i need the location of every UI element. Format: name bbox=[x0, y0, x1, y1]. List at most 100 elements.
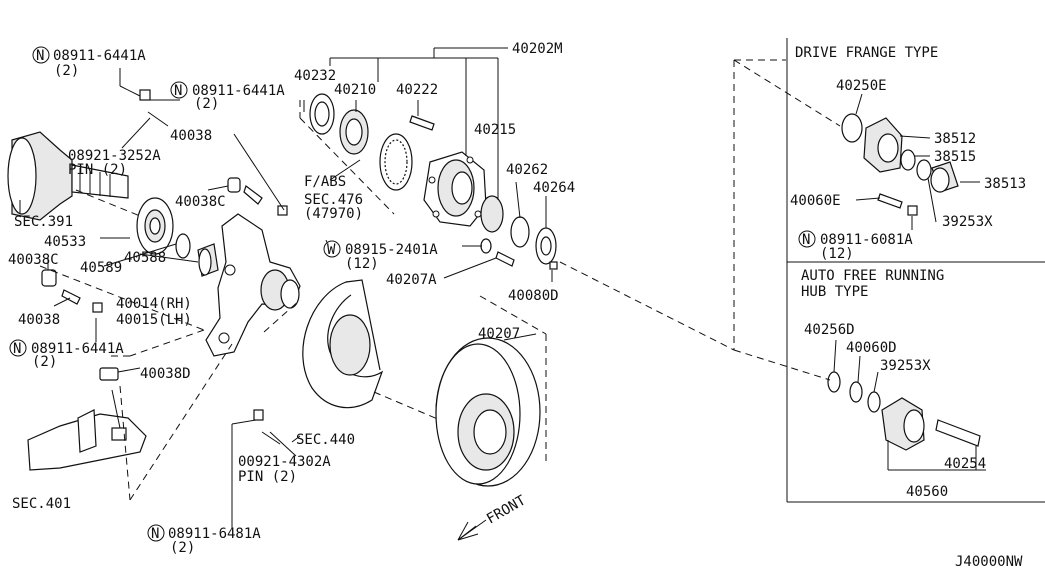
label-40222: 40222 bbox=[396, 82, 438, 98]
label-pin-qty-2: PIN (2) bbox=[238, 469, 297, 485]
label-40207: 40207 bbox=[478, 326, 520, 342]
label-pin-code-1: 08921-3252A bbox=[68, 148, 161, 164]
callout-w-1: W 08915-2401A (12) bbox=[323, 240, 438, 272]
callout-n-3: N 08911-6441A (2) bbox=[9, 339, 124, 370]
label-40038C-a: 40038C bbox=[175, 194, 226, 210]
label-40015: 40015(LH) bbox=[116, 312, 192, 328]
diagram-code: J40000NW bbox=[955, 554, 1023, 570]
part-labels: 40202M 40232 40210 40222 40215 40262 402… bbox=[8, 41, 1026, 570]
label-sec391: SEC.391 bbox=[14, 214, 73, 230]
label-40202M: 40202M bbox=[512, 41, 563, 57]
snap-ring-38515 bbox=[900, 149, 916, 171]
label-38512: 38512 bbox=[934, 131, 976, 147]
free-running-hub bbox=[881, 397, 925, 451]
label-40014: 40014(RH) bbox=[116, 296, 192, 312]
callout-prefix: N bbox=[13, 341, 21, 357]
bearing-40210 bbox=[339, 109, 369, 155]
label-fabs: F/ABS bbox=[304, 174, 346, 190]
label-40256D: 40256D bbox=[804, 322, 855, 338]
seal-40533 bbox=[136, 197, 174, 255]
steering-knuckle bbox=[205, 213, 301, 357]
front-arrow-icon bbox=[457, 519, 487, 541]
label-47970: (47970) bbox=[304, 206, 363, 222]
label-sec440: SEC.440 bbox=[296, 432, 355, 448]
label-40038-b: 40038 bbox=[18, 312, 60, 328]
callout-n-5: N 08911-6081A (12) bbox=[798, 230, 913, 262]
part-qty: (2) bbox=[194, 96, 219, 112]
callout-prefix: W bbox=[327, 242, 336, 258]
label-pin-code-2: 00921-4302A bbox=[238, 454, 331, 470]
fasteners-left bbox=[41, 89, 288, 445]
callout-n-4: N 08911-6481A (2) bbox=[147, 524, 261, 556]
ring-39253X-b bbox=[867, 391, 881, 413]
bearing-40232 bbox=[309, 93, 335, 135]
drive-shaft bbox=[7, 131, 129, 221]
label-39253X-a: 39253X bbox=[942, 214, 993, 230]
callout-n-1: N 08911-6441A (2) bbox=[32, 46, 146, 79]
washer-40262 bbox=[510, 216, 530, 248]
ring-40589 bbox=[175, 233, 191, 259]
part-qty: (2) bbox=[54, 63, 79, 79]
washer-08915 bbox=[480, 238, 492, 254]
label-sec401: SEC.401 bbox=[12, 496, 71, 512]
part-number: 08915-2401A bbox=[345, 242, 438, 258]
drive-flange-38512 bbox=[863, 117, 903, 173]
drive-flange-title: DRIVE FRANGE TYPE bbox=[795, 45, 938, 61]
lock-washer-40264 bbox=[535, 227, 557, 265]
label-40262: 40262 bbox=[506, 162, 548, 178]
bolt-40207A bbox=[495, 251, 515, 267]
label-40080D: 40080D bbox=[508, 288, 559, 304]
dust-cover bbox=[302, 279, 384, 409]
label-40264: 40264 bbox=[533, 180, 575, 196]
label-40250E: 40250E bbox=[836, 78, 887, 94]
label-40210: 40210 bbox=[334, 82, 376, 98]
auto-hub-title-2: HUB TYPE bbox=[801, 284, 868, 300]
cap-38513 bbox=[930, 161, 959, 193]
label-pin-qty-1: PIN (2) bbox=[68, 162, 127, 178]
wheel-hub bbox=[423, 151, 487, 227]
part-qty: (2) bbox=[32, 354, 57, 370]
bolt-40254 bbox=[935, 419, 981, 447]
auto-hub-title-1: AUTO FREE RUNNING bbox=[801, 268, 944, 284]
brake-disc bbox=[435, 337, 541, 487]
nut-08911-6081A bbox=[907, 205, 918, 216]
label-38515: 38515 bbox=[934, 149, 976, 165]
callout-prefix: N bbox=[36, 48, 44, 64]
label-40060E: 40060E bbox=[790, 193, 841, 209]
label-40038: 40038 bbox=[170, 128, 212, 144]
callout-prefix: N bbox=[174, 83, 182, 99]
label-39253X-b: 39253X bbox=[880, 358, 931, 374]
label-40254: 40254 bbox=[944, 456, 986, 472]
label-sec476: SEC.476 bbox=[304, 192, 363, 208]
label-38513: 38513 bbox=[984, 176, 1026, 192]
label-40038D: 40038D bbox=[140, 366, 191, 382]
part-qty: (12) bbox=[820, 246, 854, 262]
part-number: 08911-6441A bbox=[53, 48, 146, 64]
label-40060D: 40060D bbox=[846, 340, 897, 356]
part-number: 08911-6481A bbox=[168, 526, 261, 542]
abs-rotor bbox=[379, 133, 413, 191]
callout-prefix: N bbox=[151, 526, 159, 542]
bearing-40215 bbox=[480, 195, 504, 233]
label-40533: 40533 bbox=[44, 234, 86, 250]
leader-lines bbox=[19, 47, 986, 528]
callout-n-2: N 08911-6441A (2) bbox=[170, 81, 285, 112]
callout-prefix: N bbox=[802, 232, 810, 248]
label-40589: 40589 bbox=[80, 260, 122, 276]
label-40207A: 40207A bbox=[386, 272, 437, 288]
part-number: 08911-6441A bbox=[31, 341, 124, 357]
label-40215: 40215 bbox=[474, 122, 516, 138]
part-qty: (2) bbox=[170, 540, 195, 556]
label-40560: 40560 bbox=[906, 484, 948, 500]
hub-bolt bbox=[409, 115, 435, 131]
ring-40256D bbox=[827, 371, 841, 393]
front-label: FRONT bbox=[484, 492, 529, 527]
part-number: 08911-6081A bbox=[820, 232, 913, 248]
lower-arm bbox=[27, 389, 147, 471]
ring-40060D bbox=[849, 381, 863, 403]
panel-frame bbox=[786, 38, 1045, 503]
part-qty: (12) bbox=[345, 256, 379, 272]
label-40588: 40588 bbox=[124, 250, 166, 266]
